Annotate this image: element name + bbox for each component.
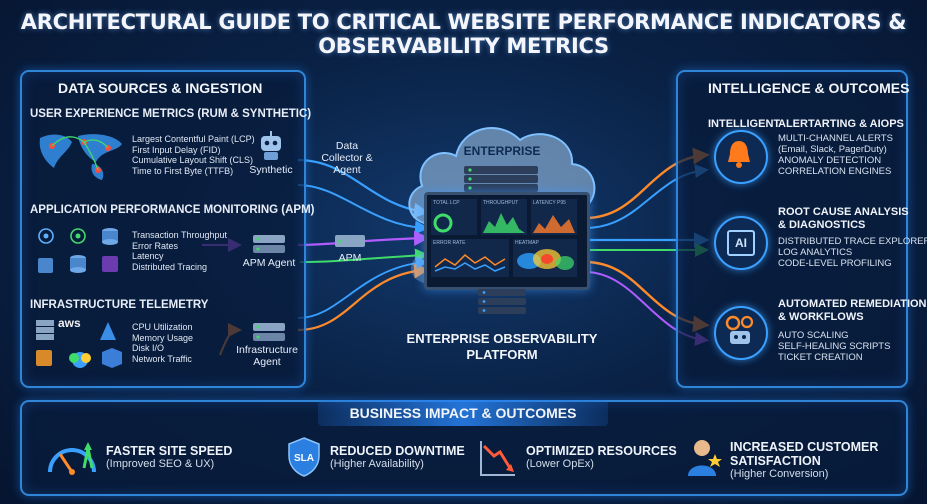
impact-resources-head: OPTIMIZED RESOURCES	[526, 444, 677, 458]
cost-down-chart-icon	[480, 441, 515, 476]
metric-cpu: CPU Utilization	[132, 322, 193, 332]
remediation-title-line-2: & WORKFLOWS	[778, 310, 864, 323]
platform-label: ENTERPRISE OBSERVABILITY PLATFORM	[406, 331, 598, 362]
metric-cls: Cumulative Layout Shift (CLS)	[132, 155, 254, 165]
ux-metrics-title: USER EXPERIENCE METRICS (RUM & SYNTHETIC…	[30, 108, 312, 120]
server-rack-bottom-icon	[478, 289, 526, 314]
apm-metric-list: Transaction Throughput Error Rates Laten…	[132, 230, 227, 272]
metric-throughput: Transaction Throughput	[132, 230, 228, 240]
alerting-items: MULTI-CHANNEL ALERTS (Email, Slack, Page…	[778, 133, 893, 177]
apm-agent-server-icon	[253, 235, 285, 253]
infra-metric-list: CPU Utilization Memory Usage Disk I/O Ne…	[132, 322, 193, 364]
remediation-title: AUTOMATED REMEDIATION & WORKFLOWS	[778, 298, 927, 323]
impact-downtime-head: REDUCED DOWNTIME	[330, 444, 465, 458]
dash-label-1: TOTAL LCP	[433, 200, 460, 206]
remediation-item-2: SELF-HEALING SCRIPTS	[778, 341, 891, 352]
robot-icon	[261, 131, 281, 160]
apm-label: APM	[338, 252, 362, 264]
metric-error-rates: Error Rates	[132, 240, 179, 251]
metric-network: Network Traffic	[132, 353, 192, 364]
ai-chip-icon: AI	[727, 230, 755, 256]
sla-badge: SLA	[294, 453, 314, 464]
impact-satisfaction: INCREASED CUSTOMER SATISFACTION (Higher …	[730, 440, 895, 481]
arrow-synthetic	[297, 158, 430, 219]
data-sources-title: DATA SOURCES & INGESTION	[58, 80, 263, 96]
business-impact-panel	[20, 400, 908, 496]
sla-shield-icon	[288, 437, 320, 477]
alerting-item-4: CORRELATION ENGINES	[778, 166, 892, 177]
remediation-item-1: AUTO SCALING	[778, 330, 849, 341]
impact-resources-sub: (Lower OpEx)	[526, 458, 594, 470]
arrow-apm	[299, 248, 429, 263]
dash-label-4: ERROR RATE	[433, 240, 466, 246]
business-impact-title-bar	[318, 400, 608, 426]
server-rack-top-icon	[464, 166, 538, 192]
aws-logo: aws	[58, 316, 81, 330]
apm-title: APPLICATION PERFORMANCE MONITORING (APM)	[30, 204, 315, 216]
remediation-title-line-1: AUTOMATED REMEDIATION	[778, 298, 927, 310]
arrow-collector	[297, 184, 429, 235]
remediation-items: AUTO SCALING SELF-HEALING SCRIPTS TICKET…	[778, 330, 890, 363]
metric-ttfb: Time to First Byte (TTFB)	[132, 165, 234, 176]
rca-title-line-1: ROOT CAUSE ANALYSIS	[778, 206, 909, 218]
infra-cloud-icons	[36, 320, 122, 368]
remediation-item-3: TICKET CREATION	[778, 352, 863, 363]
page-title: ARCHITECTURAL GUIDE TO CRITICAL WEBSITE …	[20, 10, 907, 58]
arrow-infra-2	[297, 256, 429, 319]
metric-lcp: Largest Contentful Paint (LCP)	[132, 134, 255, 144]
impact-resources: OPTIMIZED RESOURCES (Lower OpEx)	[526, 444, 677, 471]
infra-agent-server-icon	[253, 323, 285, 341]
impact-satisfaction-sub: (Higher Conversion)	[730, 468, 829, 480]
world-map-icon	[39, 134, 122, 180]
dashboard-widgets	[431, 199, 577, 277]
metric-latency: Latency	[132, 251, 164, 261]
happy-customer-icon	[688, 440, 722, 476]
apm-service-icons	[38, 228, 118, 273]
rca-item-2: LOG ANALYTICS	[778, 247, 853, 258]
cloud-label: ENTERPRISE	[463, 144, 541, 158]
infra-title: INFRASTRUCTURE TELEMETRY	[30, 299, 209, 311]
metric-disk: Disk I/O	[132, 343, 165, 353]
rca-items: DISTRIBUTED TRACE EXPLORER LOG ANALYTICS…	[778, 236, 927, 269]
speedometer-icon	[48, 442, 96, 475]
alerting-title-a: INTELLIGENT	[708, 118, 781, 130]
business-impact-title: BUSINESS IMPACT & OUTCOMES	[349, 405, 577, 421]
dash-label-5: HEATMAP	[515, 240, 539, 246]
alerting-item-2: (Email, Slack, PagerDuty)	[778, 144, 887, 155]
ux-metric-list: Largest Contentful Paint (LCP) First Inp…	[132, 134, 255, 176]
metric-tracing: Distributed Tracing	[132, 261, 208, 272]
impact-downtime-sub: (Higher Availability)	[330, 458, 424, 470]
robot-gear-icon	[725, 315, 754, 344]
impact-speed-head: FASTER SITE SPEED	[106, 444, 233, 458]
metric-memory: Memory Usage	[132, 332, 194, 343]
synthetic-label: Synthetic	[249, 164, 293, 176]
rca-title-line-2: & DIAGNOSTICS	[778, 218, 866, 231]
dash-label-2: THROUGHPUT	[483, 200, 519, 206]
impact-satisfaction-head: INCREASED CUSTOMER SATISFACTION	[730, 440, 879, 468]
rca-title: ROOT CAUSE ANALYSIS & DIAGNOSTICS	[778, 206, 909, 231]
apm-gateway-icon	[335, 235, 365, 247]
collector-label: Data Collector & Agent	[321, 140, 373, 176]
alerting-title-b: ALERTARTING & AIOPS	[778, 118, 904, 130]
arrow-infra	[297, 263, 430, 332]
alert-bell-icon	[728, 141, 750, 168]
infra-agent-label: Infrastructure Agent	[236, 344, 298, 368]
rca-item-3: CODE-LEVEL PROFILING	[778, 258, 892, 269]
metric-fid: First Input Delay (FID)	[132, 144, 221, 155]
impact-speed: FASTER SITE SPEED (Improved SEO & UX)	[106, 444, 232, 471]
rca-circle	[714, 216, 768, 270]
intelligence-title: INTELLIGENCE & OUTCOMES	[708, 80, 910, 96]
impact-downtime: REDUCED DOWNTIME (Higher Availability)	[330, 444, 465, 471]
dash-label-3: LATENCY P95	[533, 200, 566, 206]
alerting-item-1: MULTI-CHANNEL ALERTS	[778, 133, 893, 144]
alerting-item-3: ANOMALY DETECTION	[778, 155, 882, 166]
apm-agent-label: APM Agent	[242, 257, 296, 269]
rca-item-1: DISTRIBUTED TRACE EXPLORER	[778, 236, 927, 247]
impact-speed-sub: (Improved SEO & UX)	[106, 458, 215, 470]
